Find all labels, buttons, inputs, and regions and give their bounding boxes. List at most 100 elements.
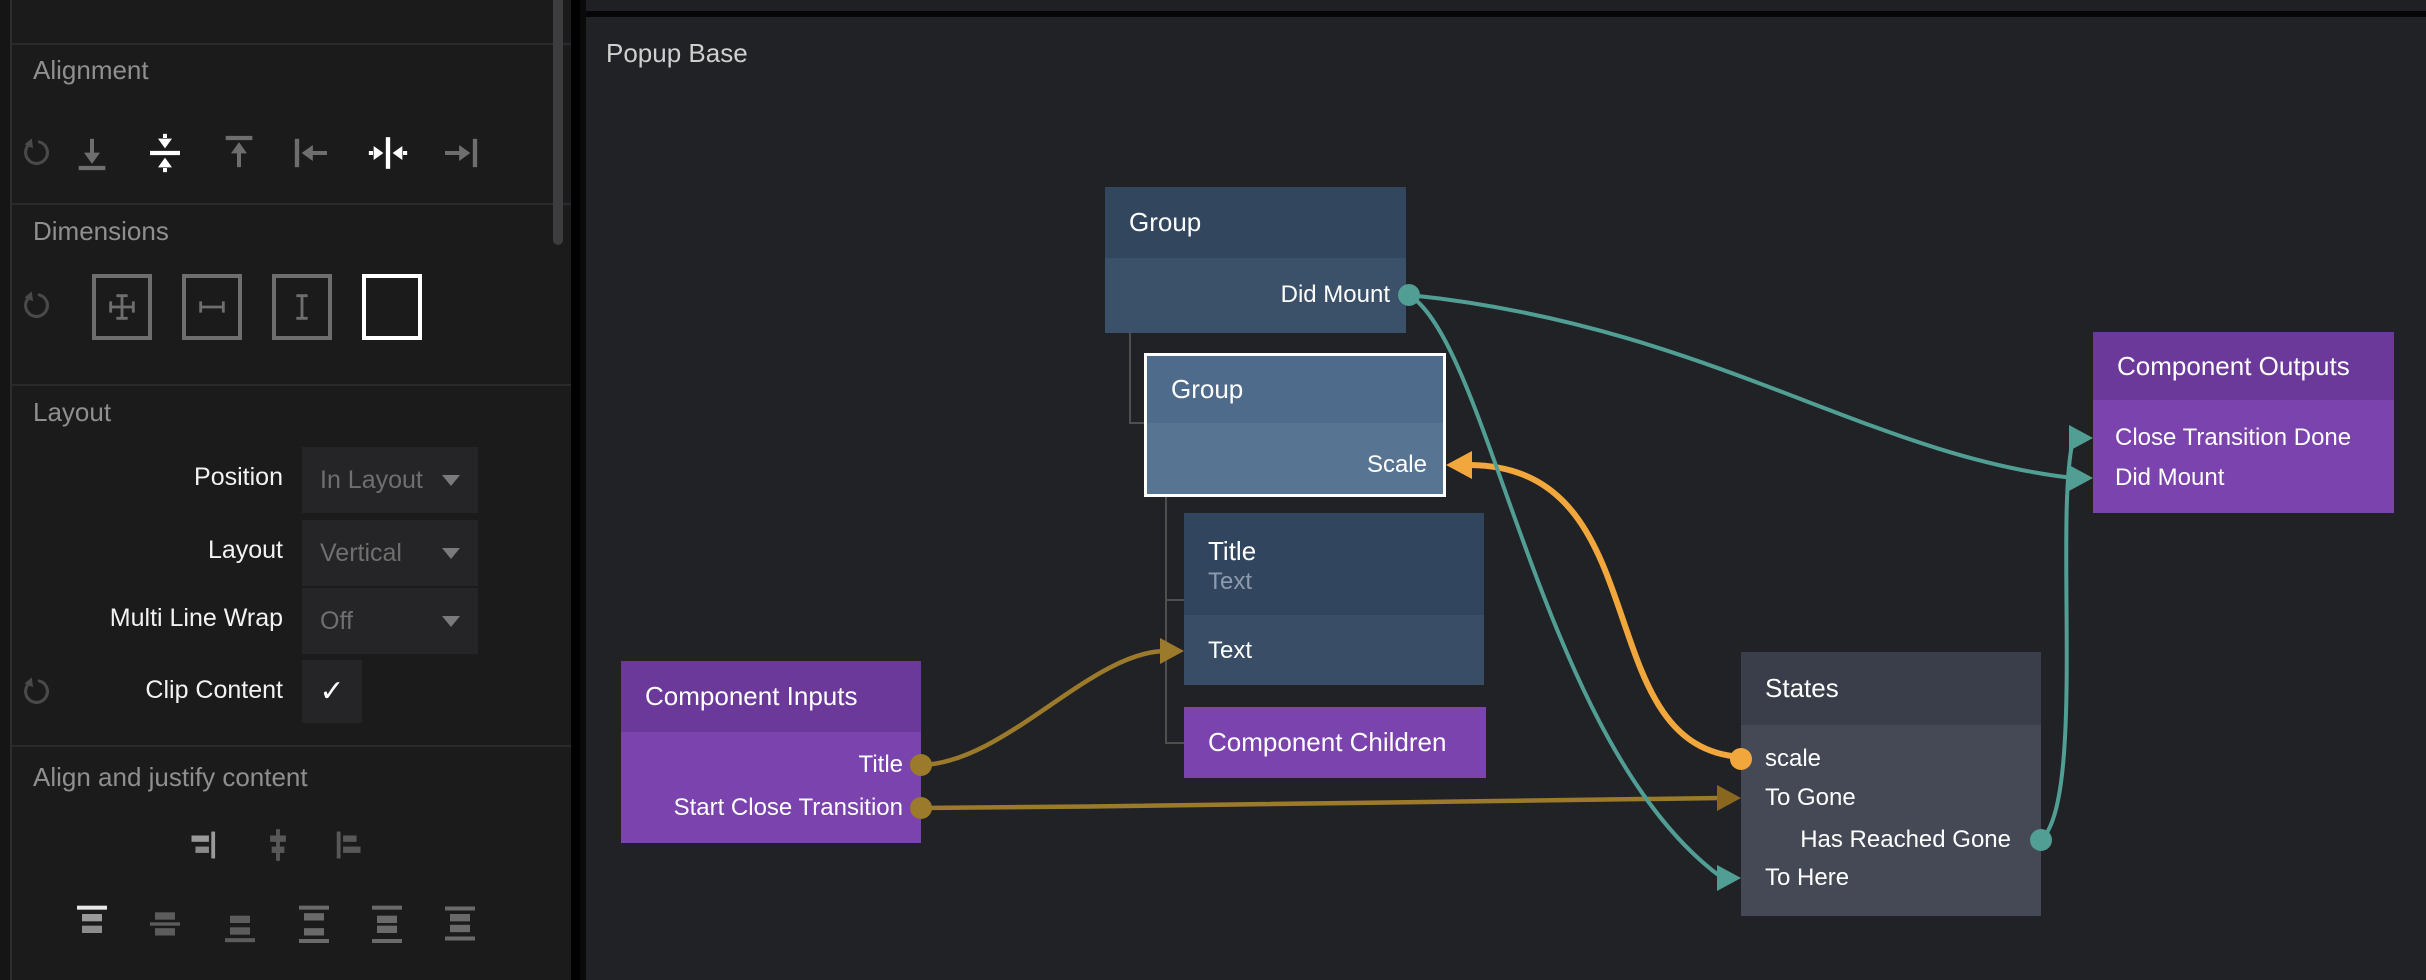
node-group-parent[interactable]: Group Did Mount: [1105, 187, 1406, 333]
size-width-button[interactable]: [182, 274, 242, 340]
align-left-icon: [294, 138, 327, 168]
size-width-icon: [199, 301, 225, 313]
node-component-children[interactable]: Component Children: [1184, 707, 1486, 778]
node-title: States: [1741, 652, 2041, 725]
node-title: Group: [1105, 187, 1406, 258]
align-content-start-button[interactable]: [70, 898, 114, 950]
tree-line-group1-group2: [1129, 333, 1144, 424]
node-states[interactable]: States scale To Gone Has Reached Gone To…: [1741, 652, 2041, 916]
arrowhead-to-gone-input: [1717, 785, 1741, 811]
component-breadcrumb: Popup Base: [606, 38, 748, 68]
justify-start-icon: [336, 831, 361, 859]
node-component-inputs[interactable]: Component Inputs Title Start Close Trans…: [621, 661, 921, 843]
align-content-stretch-button[interactable]: [438, 898, 482, 950]
node-component-outputs[interactable]: Component Outputs Close Transition Done …: [2093, 332, 2394, 513]
align-content-start-icon: [77, 905, 107, 933]
port-start-close-transition[interactable]: Start Close Transition: [673, 794, 903, 821]
layout-label: Layout: [207, 536, 283, 564]
size-none-button[interactable]: [362, 274, 422, 340]
chevron-down-icon: [442, 615, 460, 627]
port-to-gone[interactable]: To Gone: [1765, 784, 1856, 811]
align-content-center-icon: [150, 912, 180, 936]
align-content-space-between-button[interactable]: [292, 898, 336, 950]
port-scale-state[interactable]: scale: [1765, 745, 1822, 772]
multi-line-wrap-label: Multi Line Wrap: [109, 604, 283, 632]
position-value: In Layout: [320, 465, 423, 494]
clip-content-reset-icon[interactable]: [18, 674, 54, 710]
wire-scale-to-scale: [1469, 462, 1742, 760]
align-left-button[interactable]: [290, 131, 334, 175]
align-content-end-button[interactable]: [218, 898, 262, 950]
align-top-button[interactable]: [217, 131, 261, 175]
align-content-space-between-icon: [299, 905, 329, 943]
wire-hasreachedgone-to-closedone: [2039, 439, 2075, 842]
node-title: Component Children: [1208, 727, 1447, 757]
alignment-reset-icon[interactable]: [18, 135, 54, 171]
position-label: Position: [194, 463, 283, 491]
section-divider: [12, 745, 571, 747]
node-title: Component Inputs: [621, 661, 921, 732]
justify-center-button[interactable]: [257, 823, 299, 867]
arrowhead-text-input: [1160, 638, 1184, 664]
position-dropdown[interactable]: In Layout: [302, 447, 478, 513]
tree-line-group2-children: [1165, 497, 1184, 744]
reset-icon: [24, 291, 49, 318]
dimensions-section-title: Dimensions: [33, 216, 169, 246]
size-both-button[interactable]: [92, 274, 152, 340]
section-divider: [12, 43, 571, 45]
layout-dropdown[interactable]: Vertical: [302, 520, 478, 586]
align-bottom-button[interactable]: [70, 131, 114, 175]
port-has-reached-gone[interactable]: Has Reached Gone: [1800, 826, 2011, 853]
reset-icon: [24, 677, 49, 704]
arrowhead-to-here-input: [1717, 865, 1741, 891]
align-vertical-center-button[interactable]: [143, 131, 187, 175]
checkmark-icon: ✓: [319, 675, 345, 708]
sidebar-scrollbar[interactable]: [553, 0, 563, 245]
multi-line-wrap-value: Off: [320, 606, 353, 635]
port-title[interactable]: Title: [858, 751, 903, 778]
port-to-here[interactable]: To Here: [1765, 864, 1850, 891]
align-content-center-button[interactable]: [143, 898, 187, 950]
port-close-transition-done[interactable]: Close Transition Done: [2115, 424, 2352, 451]
port-did-mount[interactable]: Did Mount: [1280, 281, 1390, 308]
section-divider: [12, 384, 571, 386]
node-header: Title Text: [1184, 513, 1484, 615]
justify-end-button[interactable]: [180, 823, 222, 867]
align-top-icon: [225, 135, 253, 168]
port-text[interactable]: Text: [1208, 637, 1253, 664]
clip-content-checkbox[interactable]: ✓: [302, 660, 362, 723]
align-content-end-icon: [225, 915, 255, 943]
node-graph-canvas[interactable]: Popup Base Group Did Mount Group Scale T…: [580, 0, 2426, 980]
align-content-space-around-icon: [372, 905, 402, 943]
align-vertical-center-icon: [150, 133, 180, 173]
property-panel: Alignment Dimensions: [12, 0, 571, 980]
align-content-space-around-button[interactable]: [365, 898, 409, 950]
justify-start-button[interactable]: [330, 823, 372, 867]
node-title: Group: [1147, 356, 1443, 423]
port-scale[interactable]: Scale: [1366, 451, 1427, 478]
arrowhead-closedone-input: [2069, 425, 2093, 451]
wire-title-to-text: [920, 648, 1167, 768]
section-divider: [12, 203, 571, 205]
chevron-down-icon: [442, 547, 460, 559]
size-height-button[interactable]: [272, 274, 332, 340]
node-group-selected[interactable]: Group Scale: [1144, 353, 1446, 497]
multi-line-wrap-dropdown[interactable]: Off: [302, 588, 478, 654]
node-title-text[interactable]: Title Text Text: [1184, 513, 1484, 685]
align-right-button[interactable]: [438, 131, 482, 175]
port-did-mount-output[interactable]: Did Mount: [2115, 464, 2225, 491]
layout-value: Vertical: [320, 538, 402, 567]
node-title: Title: [1208, 536, 1257, 566]
wire-didmount-to-output: [1408, 293, 2074, 480]
dimensions-reset-icon[interactable]: [18, 288, 54, 324]
align-horizontal-center-button[interactable]: [366, 131, 410, 175]
align-right-icon: [445, 138, 478, 168]
clip-content-label: Clip Content: [145, 676, 283, 704]
wire-startclose-to-togone: [920, 795, 1722, 811]
alignment-section-title: Alignment: [33, 55, 149, 85]
canvas-top-bar: [586, 0, 2426, 17]
justify-center-icon: [270, 829, 286, 861]
node-subtitle: Text: [1208, 568, 1253, 595]
layout-section-title: Layout: [33, 397, 112, 427]
